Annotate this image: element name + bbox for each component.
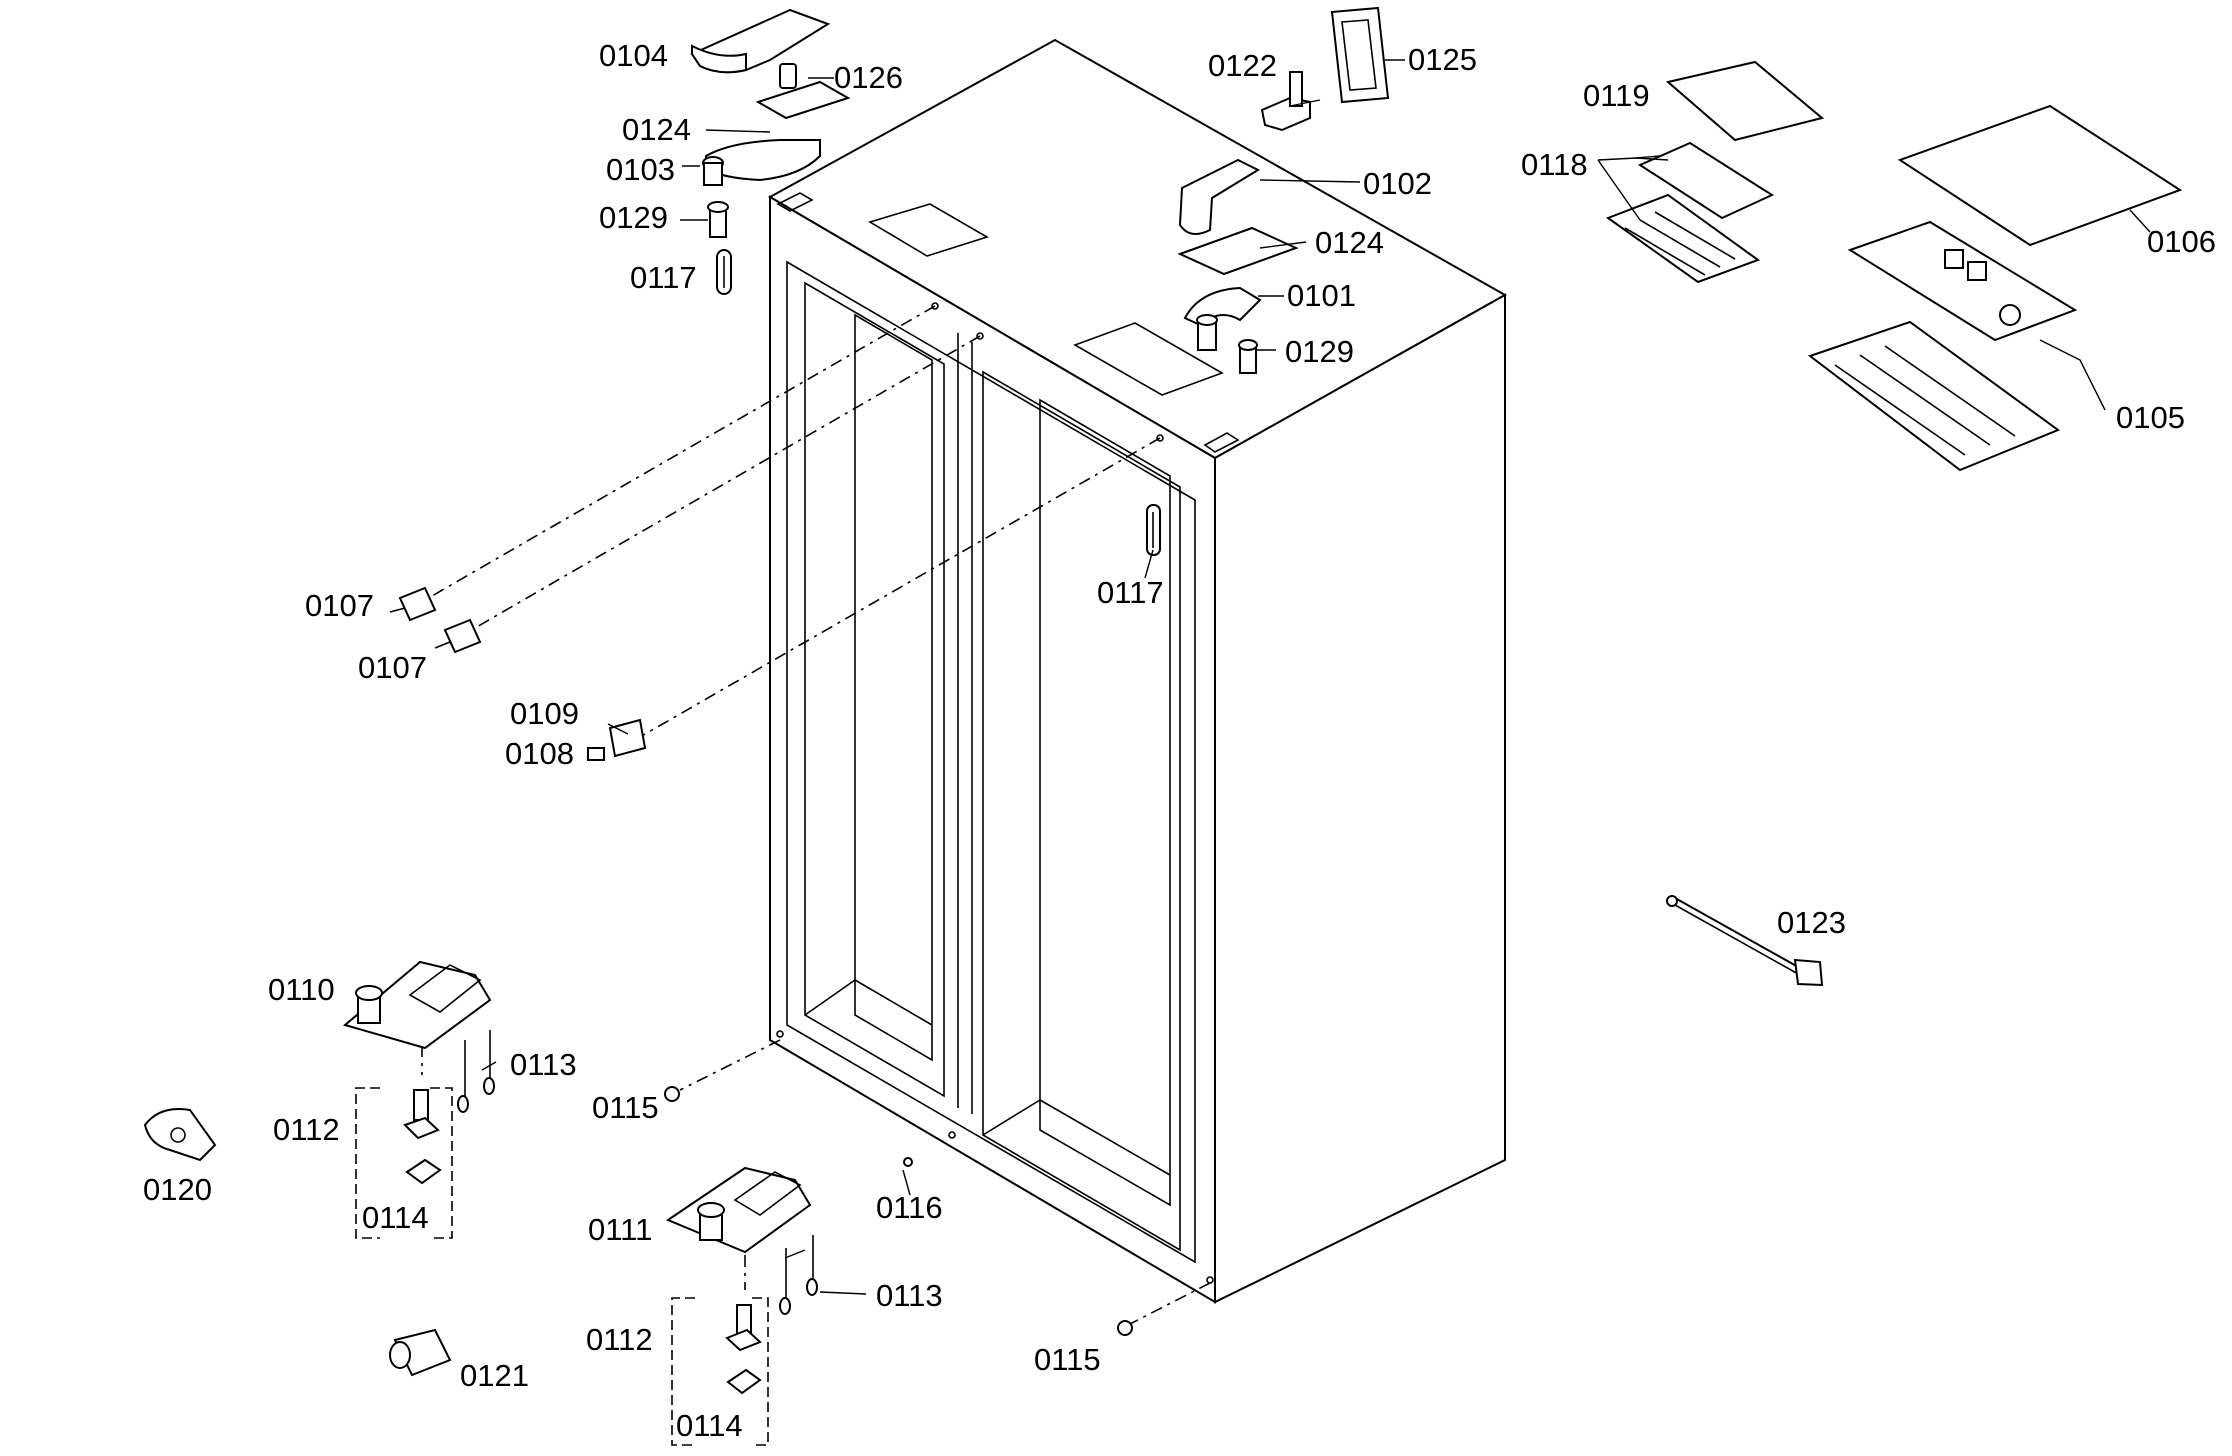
upper-hinge-right xyxy=(1177,158,1299,374)
label-0116: 0116 xyxy=(876,1190,943,1225)
label-0112-right: 0112 xyxy=(586,1322,653,1357)
label-0123: 0123 xyxy=(1777,905,1846,940)
kit-brackets xyxy=(355,1087,769,1446)
lower-hinge-left xyxy=(342,960,495,1185)
label-0115-right: 0115 xyxy=(1034,1342,1101,1377)
control-board-small xyxy=(1605,60,1825,284)
label-0102: 0102 xyxy=(1363,166,1432,201)
part-labels: 0104 0126 0124 0103 0129 0117 0122 0125 … xyxy=(143,38,2216,1443)
plugs xyxy=(664,1086,1133,1336)
top-small-parts xyxy=(1260,6,1390,132)
label-0122: 0122 xyxy=(1208,48,1277,83)
label-0126: 0126 xyxy=(834,60,903,95)
control-board-large xyxy=(1807,104,2183,472)
label-0112-left: 0112 xyxy=(273,1112,340,1147)
assembly-lines xyxy=(421,305,1211,1326)
label-0118: 0118 xyxy=(1521,147,1588,182)
label-0119: 0119 xyxy=(1583,78,1650,113)
label-0113-left: 0113 xyxy=(510,1047,577,1082)
label-0106: 0106 xyxy=(2147,224,2216,259)
label-0109: 0109 xyxy=(510,696,579,731)
label-0115-left: 0115 xyxy=(592,1090,659,1125)
label-0107-lower: 0107 xyxy=(358,650,427,685)
lower-hinge-right xyxy=(665,1166,818,1395)
label-0125: 0125 xyxy=(1408,42,1477,77)
label-0107-upper: 0107 xyxy=(305,588,374,623)
upper-hinge-left xyxy=(690,8,851,295)
label-0114-right: 0114 xyxy=(676,1408,743,1443)
label-0108: 0108 xyxy=(505,736,574,771)
label-0110: 0110 xyxy=(268,972,335,1007)
label-0105: 0105 xyxy=(2116,400,2185,435)
leader-lines xyxy=(481,59,2151,1295)
label-0117-top: 0117 xyxy=(630,260,697,295)
cabinet xyxy=(767,38,1508,1304)
label-0129-right: 0129 xyxy=(1285,334,1354,369)
label-0124-top-left: 0124 xyxy=(622,112,691,147)
label-0101: 0101 xyxy=(1287,278,1356,313)
label-0124-top-right: 0124 xyxy=(1315,225,1384,260)
label-0103: 0103 xyxy=(606,152,675,187)
label-0120: 0120 xyxy=(143,1172,212,1207)
label-0117-mullion: 0117 xyxy=(1097,575,1164,610)
water-tube xyxy=(1666,895,1824,987)
hinge-bracket xyxy=(143,1108,217,1162)
water-fitting xyxy=(389,1328,452,1377)
switches xyxy=(389,586,647,761)
label-0113-right: 0113 xyxy=(876,1278,943,1313)
label-0129-left: 0129 xyxy=(599,200,668,235)
label-0111: 0111 xyxy=(588,1212,652,1247)
label-0104: 0104 xyxy=(599,38,668,73)
label-0114-left: 0114 xyxy=(362,1200,429,1235)
label-0121: 0121 xyxy=(460,1358,529,1393)
